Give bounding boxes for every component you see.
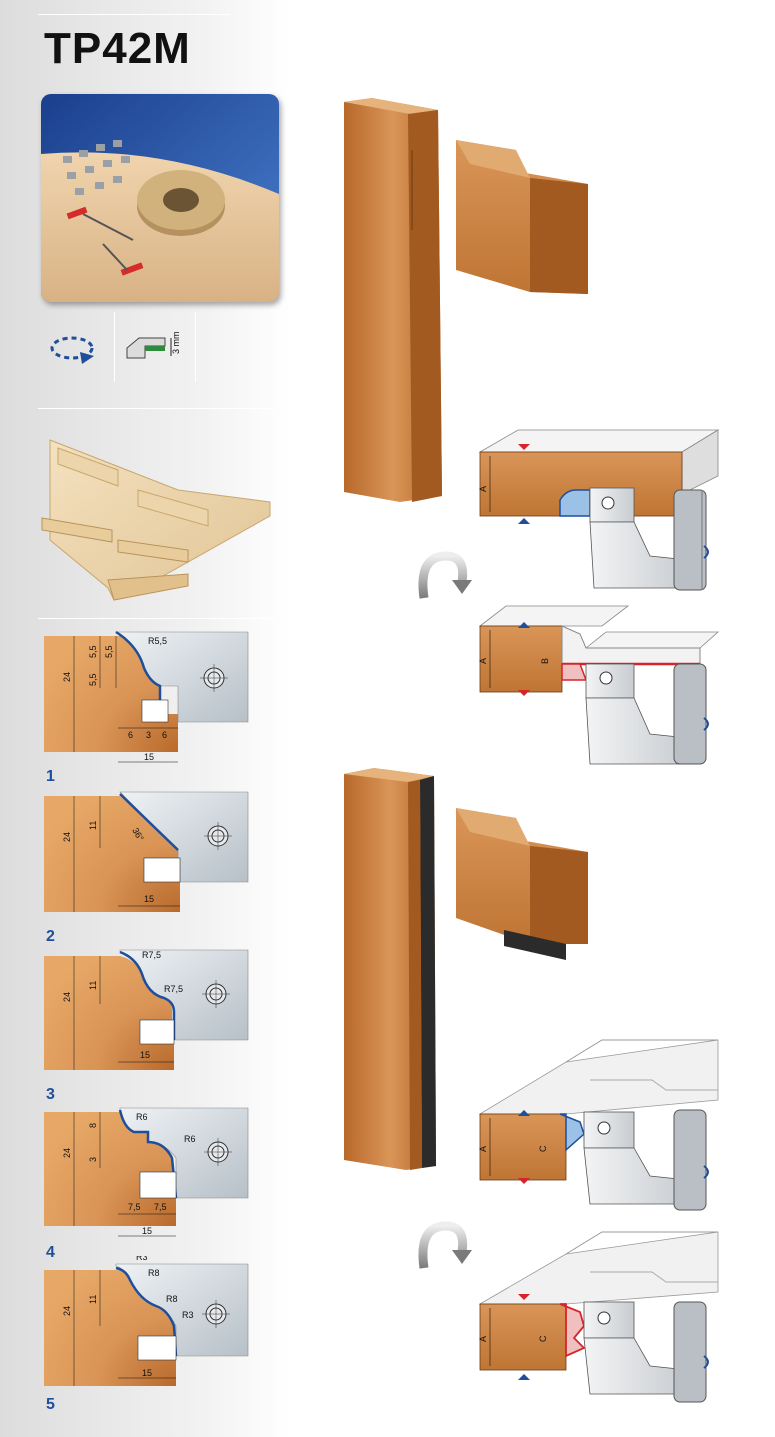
feature-icons: 3 mm [38, 312, 274, 382]
section-diagram-1: A [478, 429, 720, 591]
section-diagram-2: A B [478, 605, 720, 765]
rotation-arrow-icon [50, 336, 94, 364]
rail-top [456, 140, 588, 294]
profile-3-15: 15 [140, 1050, 150, 1060]
diagram-2-a: A [478, 658, 488, 664]
depth-label: 3 mm [171, 332, 181, 355]
profile-2-15: 15 [144, 894, 154, 904]
rotation-cell [38, 312, 115, 382]
section-diagram-4: A C [478, 1231, 719, 1403]
profile-2-11: 11 [88, 821, 98, 830]
cutting-depth-icon: 3 mm [126, 332, 181, 359]
profile-4-75a: 7,5 [128, 1202, 141, 1212]
profile-4-number: 4 [46, 1244, 55, 1261]
diagram-1-a: A [478, 486, 488, 492]
profile-4-75b: 7,5 [154, 1202, 167, 1212]
profile-3-24: 24 [62, 992, 72, 1002]
profile-3: 4 R7,5 R7,5 24 11 15 [44, 939, 254, 1072]
profile-5-r8a: R8 [148, 1268, 160, 1278]
profile-5-24: 24 [62, 1306, 72, 1316]
flip-arrow-2 [418, 1221, 472, 1269]
profile-1-15: 15 [144, 752, 154, 762]
stile-bottom [344, 768, 436, 1170]
diagram-3-a: A [478, 1146, 488, 1152]
diagram-4-c: C [538, 1335, 548, 1342]
profile-2-24: 24 [62, 832, 72, 842]
profile-5-15: 15 [142, 1368, 152, 1378]
profile-4-15: 15 [142, 1226, 152, 1236]
diagram-3-c: C [538, 1145, 548, 1152]
diagram-4-a: A [478, 1336, 488, 1342]
stile-top [344, 98, 442, 502]
profile-3-11: 11 [88, 981, 98, 990]
profile-2-number: 2 [46, 928, 55, 945]
profile-4-3: 3 [88, 1157, 98, 1162]
diagram-2-b: B [540, 658, 550, 664]
profile-5: 4 R3 R8 R8 R3 24 11 15 [44, 1251, 254, 1396]
profile-1-number: 1 [46, 768, 55, 785]
profile-4-r6b: R6 [184, 1134, 196, 1144]
profile-4-8: 8 [88, 1123, 98, 1128]
profile-2: 24 11 36° 15 [44, 786, 254, 914]
panels-image [38, 420, 274, 610]
profile-1-3: 3 [146, 730, 151, 740]
profile-3-r75a: R7,5 [142, 950, 161, 960]
product-photo [41, 94, 279, 302]
section-divider [38, 408, 274, 409]
profile-5-11: 11 [88, 1295, 98, 1304]
profile-5-r3a: R3 [136, 1256, 148, 1262]
empty-cell [196, 312, 272, 382]
profile-4-r6a: R6 [136, 1112, 148, 1122]
profile-5-r8b: R8 [166, 1294, 178, 1304]
profile-1-55a: 5,5 [88, 645, 98, 658]
profile-3-r75b: R7,5 [164, 984, 183, 994]
profile-1-6a: 6 [128, 730, 133, 740]
profile-4: R6 R6 24 8 3 7,5 7,5 15 [44, 1102, 254, 1242]
profile-5-r3b: R3 [182, 1310, 194, 1320]
profile-4-24: 24 [62, 1148, 72, 1158]
profile-1-55b: 5,5 [104, 645, 114, 658]
profile-5-number: 5 [46, 1396, 55, 1413]
profile-1-r55: R5,5 [148, 636, 167, 646]
product-title: TP42M [44, 24, 191, 73]
profile-1-6b: 6 [162, 730, 167, 740]
flip-arrow-1 [418, 551, 472, 599]
section-divider-2 [38, 618, 274, 619]
depth-cell: 3 mm [115, 312, 196, 382]
top-divider [38, 14, 230, 15]
right-illustrations: A A B [344, 98, 720, 1403]
rail-bottom [456, 808, 588, 960]
profile-3-number: 3 [46, 1086, 55, 1103]
section-diagram-3: A C [478, 1039, 719, 1211]
profile-1-55c: 5,5 [88, 673, 98, 686]
profile-1: R5,5 24 5,5 5,5 5,5 6 3 6 15 [44, 624, 254, 770]
profile-1-24: 24 [62, 672, 72, 682]
